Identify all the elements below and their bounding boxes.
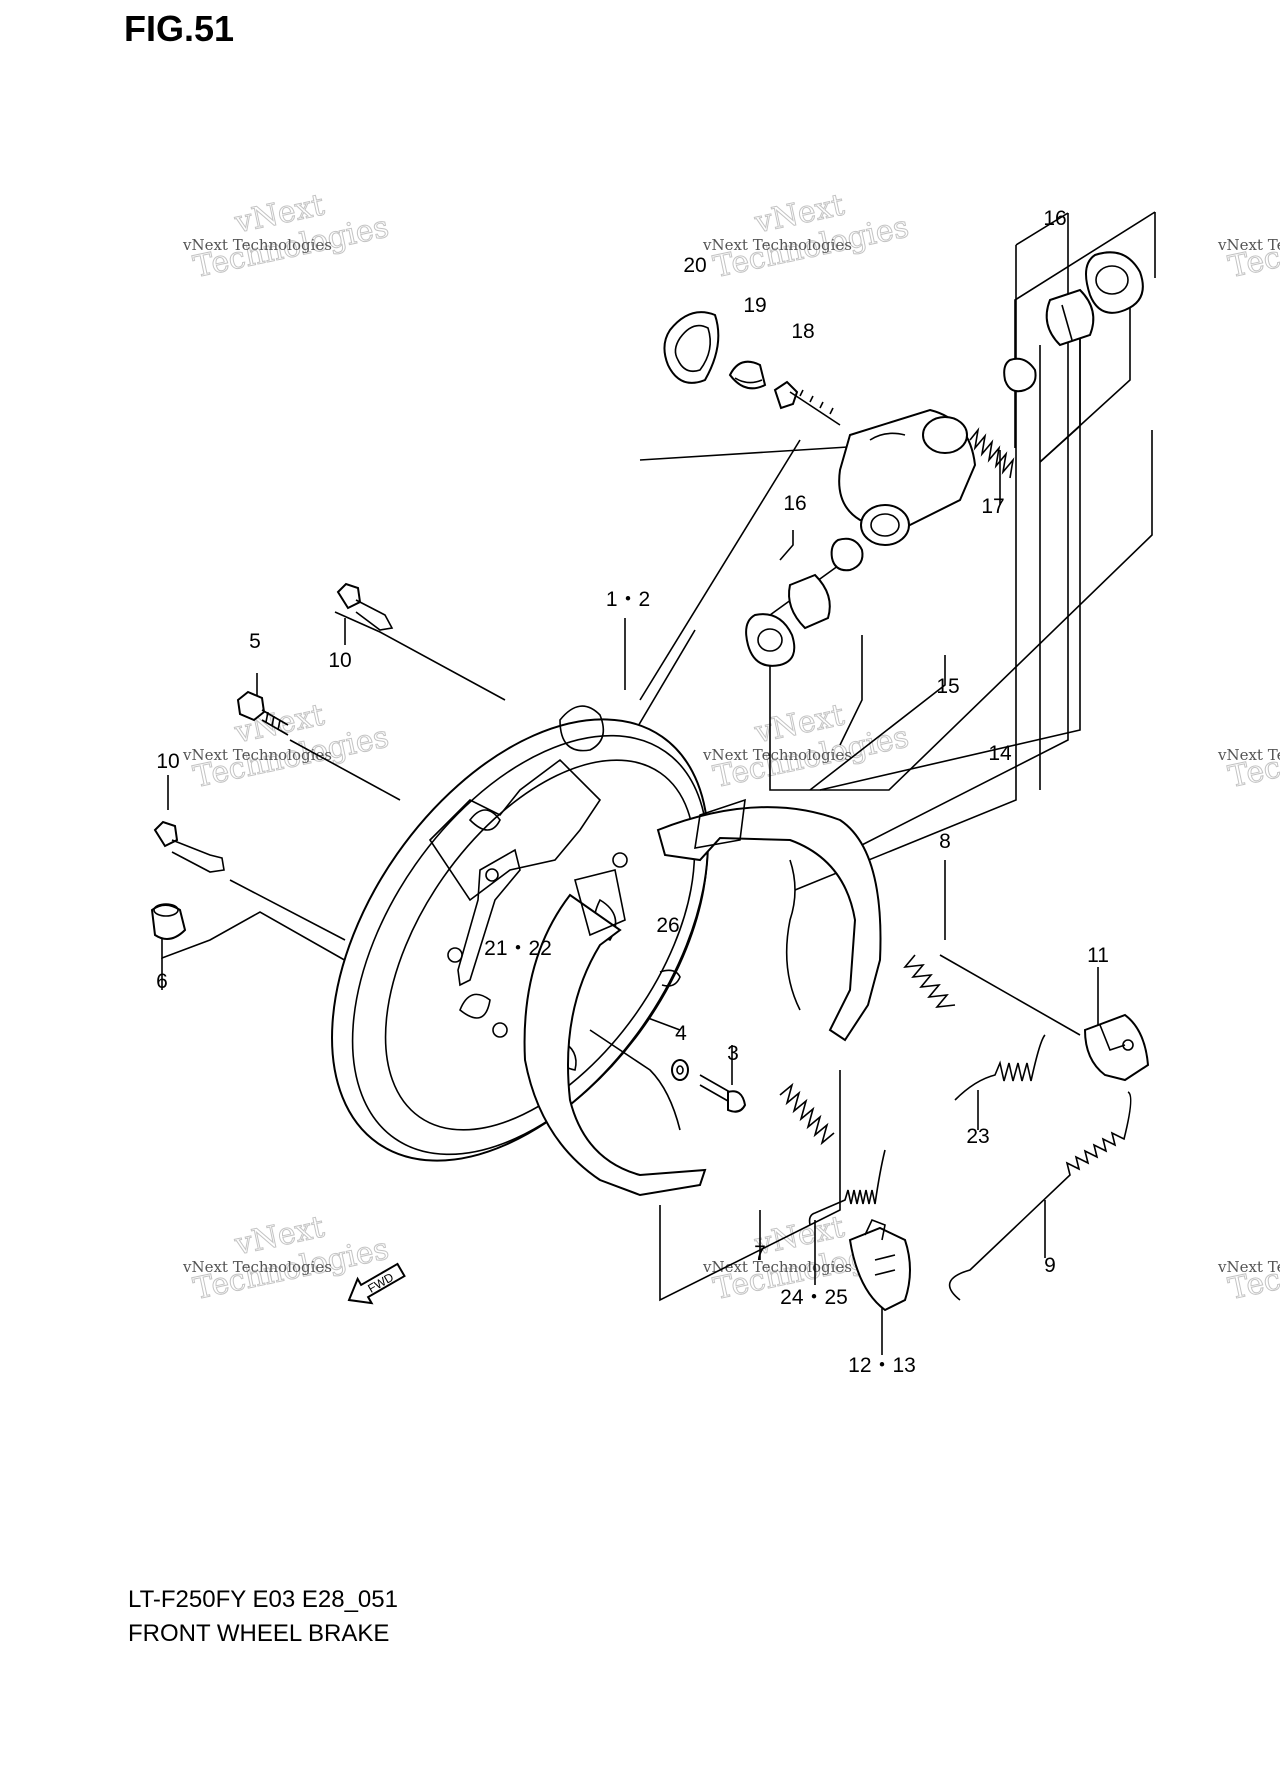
callout-1-2: 1・2 bbox=[606, 588, 650, 611]
watermark-group: Technologies vNext vNext Technologies Te… bbox=[182, 187, 1280, 1308]
backing-plate bbox=[331, 705, 709, 1162]
lever-21-22 bbox=[457, 848, 521, 987]
leader-lines bbox=[161, 211, 1156, 1355]
callout-16-upper: 16 bbox=[1043, 207, 1066, 230]
model-code: LT-F250FY E03 E28_051 bbox=[128, 1586, 398, 1613]
clip-26 bbox=[659, 969, 681, 987]
pin-10-lower bbox=[153, 820, 225, 873]
washer-4 bbox=[671, 1059, 689, 1081]
watermark: Technologies vNext vNext Technologies bbox=[702, 187, 912, 286]
watermark: Technologies vNext Technologies bbox=[1217, 719, 1280, 796]
callout-15: 15 bbox=[936, 675, 959, 698]
figure-title: FIG.51 bbox=[124, 8, 235, 49]
callout-10-lower: 10 bbox=[156, 750, 179, 773]
callout-7: 7 bbox=[754, 1242, 766, 1265]
spring-9 bbox=[948, 1091, 1132, 1301]
callout-4: 4 bbox=[675, 1022, 687, 1045]
svg-text:vNext Technologies: vNext Technologies bbox=[1217, 746, 1280, 764]
bleeder-cap bbox=[728, 360, 767, 390]
bolt-5 bbox=[236, 690, 289, 736]
watermark: Technologies vNext Technologies bbox=[1217, 209, 1280, 286]
bleeder-screw bbox=[773, 380, 841, 426]
spring-8 bbox=[903, 954, 956, 1009]
piston-kit-lower bbox=[745, 537, 864, 667]
svg-text:vNext Technologies: vNext Technologies bbox=[702, 236, 852, 254]
figure-name: FRONT WHEEL BRAKE bbox=[128, 1620, 390, 1647]
watermark: Technologies vNext vNext Technologies bbox=[702, 697, 912, 796]
svg-text:vNext Technologies: vNext Technologies bbox=[182, 1258, 332, 1276]
spring-17 bbox=[969, 427, 1015, 479]
watermark: Technologies vNext vNext Technologies bbox=[182, 697, 392, 796]
pin-10-upper bbox=[336, 582, 394, 631]
callout-9: 9 bbox=[1044, 1254, 1056, 1277]
brake-shoe-lower bbox=[523, 869, 707, 1197]
boot bbox=[663, 311, 720, 384]
callout-21-22: 21・22 bbox=[484, 937, 552, 960]
callout-8: 8 bbox=[939, 830, 951, 853]
callout-5: 5 bbox=[249, 630, 261, 653]
callout-20: 20 bbox=[683, 254, 706, 277]
svg-text:vNext Technologies: vNext Technologies bbox=[1217, 236, 1280, 254]
callout-17: 17 bbox=[981, 495, 1004, 518]
bolt-3 bbox=[699, 1074, 747, 1113]
brake-shoe-upper bbox=[656, 798, 882, 1042]
callout-12-13: 12・13 bbox=[848, 1354, 916, 1377]
adjuster-12-13 bbox=[848, 1218, 911, 1312]
adjuster-11 bbox=[1083, 1013, 1150, 1082]
callout-6: 6 bbox=[156, 970, 168, 993]
svg-text:vNext Technologies: vNext Technologies bbox=[1217, 1258, 1280, 1276]
callout-18: 18 bbox=[791, 320, 814, 343]
spring-23 bbox=[954, 1034, 1046, 1101]
spring-7 bbox=[779, 1082, 835, 1146]
watermark: Technologies vNext vNext Technologies bbox=[182, 187, 392, 286]
callout-labels: 16 20 19 18 17 16 1・2 5 10 15 10 14 8 26… bbox=[156, 207, 1109, 1377]
callout-23: 23 bbox=[966, 1125, 989, 1148]
svg-text:vNext Technologies: vNext Technologies bbox=[702, 746, 852, 764]
callout-3: 3 bbox=[727, 1042, 739, 1065]
svg-text:vNext Technologies: vNext Technologies bbox=[182, 746, 332, 764]
callout-19: 19 bbox=[743, 294, 766, 317]
watermark: Technologies vNext Technologies bbox=[1217, 1231, 1280, 1308]
wheel-cylinder bbox=[838, 408, 977, 546]
callout-11: 11 bbox=[1087, 944, 1109, 967]
piston-kit-upper bbox=[1003, 251, 1144, 393]
callout-10-upper: 10 bbox=[328, 649, 351, 672]
callout-26: 26 bbox=[656, 914, 679, 937]
nut-6 bbox=[150, 903, 187, 940]
callout-14: 14 bbox=[988, 742, 1012, 765]
callout-16-lower: 16 bbox=[783, 492, 806, 515]
fwd-arrow-icon: FWD bbox=[347, 1262, 406, 1305]
callout-24-25: 24・25 bbox=[780, 1286, 848, 1309]
svg-text:vNext Technologies: vNext Technologies bbox=[182, 236, 332, 254]
spring-24-25 bbox=[808, 1149, 886, 1226]
